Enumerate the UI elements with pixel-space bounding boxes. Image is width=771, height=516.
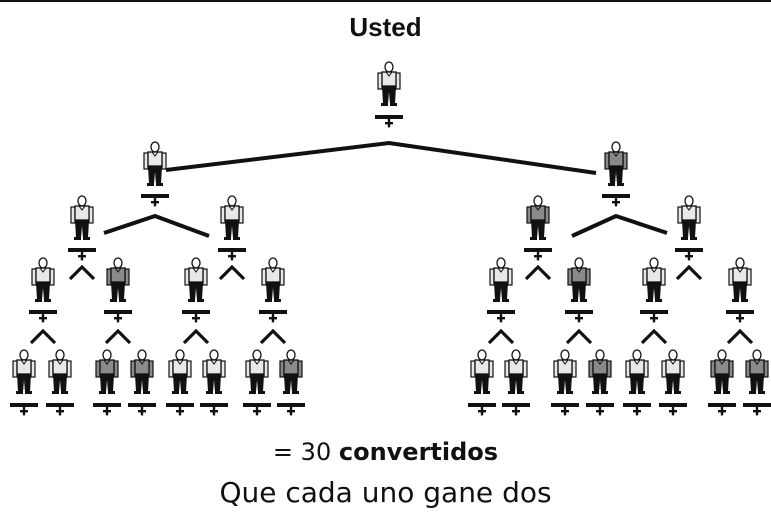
person-icon-level-5	[504, 349, 528, 394]
person-icon-level-5	[625, 349, 649, 394]
plus-bar-level-2	[141, 194, 169, 207]
result-line: = 30 convertidos	[0, 438, 771, 466]
person-icon-level-3	[526, 195, 550, 240]
person-icon-level-5	[130, 349, 154, 394]
page-title: Usted	[349, 12, 422, 42]
plus-bar-level-4	[487, 310, 515, 323]
person-icon-level-5	[279, 349, 303, 394]
plus-bar-level-4	[640, 310, 668, 323]
plus-bar-level-3	[675, 248, 703, 261]
person-icon-level-5	[661, 349, 685, 394]
person-icon-level-5	[553, 349, 577, 394]
person-icon-level-1	[377, 61, 401, 106]
plus-bar-level-5	[551, 403, 579, 416]
plus-bar-level-3	[218, 248, 246, 261]
person-icon-level-2	[604, 141, 628, 186]
plus-bar-level-5	[277, 403, 305, 416]
connector-level-1	[165, 140, 597, 175]
result-label: convertidos	[338, 438, 499, 466]
person-icon-level-4	[261, 257, 285, 302]
plus-bar-level-5	[46, 403, 74, 416]
connector-level-2	[571, 213, 668, 238]
plus-bar-level-4	[259, 310, 287, 323]
equals-sign: =	[272, 438, 294, 466]
caret-level-4	[29, 328, 57, 345]
person-icon-level-4	[106, 257, 130, 302]
person-icon-level-5	[245, 349, 269, 394]
plus-bar-level-1	[375, 115, 403, 128]
plus-bar-level-5	[93, 403, 121, 416]
person-icon-level-5	[588, 349, 612, 394]
plus-bar-level-5	[243, 403, 271, 416]
person-icon-level-5	[168, 349, 192, 394]
plus-bar-level-3	[68, 248, 96, 261]
caret-level-4	[726, 328, 754, 345]
plus-bar-level-5	[200, 403, 228, 416]
plus-bar-level-4	[182, 310, 210, 323]
plus-bar-level-5	[166, 403, 194, 416]
caret-level-4	[259, 328, 287, 345]
plus-bar-level-2	[602, 194, 630, 207]
person-icon-level-5	[710, 349, 734, 394]
plus-bar-level-3	[524, 248, 552, 261]
caret-level-4	[640, 328, 668, 345]
caret-level-4	[182, 328, 210, 345]
person-icon-level-3	[70, 195, 94, 240]
plus-bar-level-4	[726, 310, 754, 323]
person-icon-level-4	[567, 257, 591, 302]
top-rule	[0, 0, 771, 2]
plus-bar-level-5	[502, 403, 530, 416]
person-icon-level-4	[642, 257, 666, 302]
plus-bar-level-5	[586, 403, 614, 416]
person-icon-level-5	[745, 349, 769, 394]
person-icon-level-2	[143, 141, 167, 186]
caret-level-3	[675, 264, 703, 281]
caret-level-4	[565, 328, 593, 345]
person-icon-level-5	[202, 349, 226, 394]
caret-level-4	[104, 328, 132, 345]
result-count: 30	[300, 438, 332, 466]
plus-bar-level-5	[128, 403, 156, 416]
caret-level-3	[524, 264, 552, 281]
person-icon-level-4	[31, 257, 55, 302]
person-icon-level-5	[48, 349, 72, 394]
plus-bar-level-5	[659, 403, 687, 416]
conversion-tree	[10, 61, 771, 416]
plus-bar-level-5	[708, 403, 736, 416]
person-icon-level-4	[489, 257, 513, 302]
person-icon-level-4	[184, 257, 208, 302]
plus-bar-level-5	[10, 403, 38, 416]
plus-bar-level-4	[104, 310, 132, 323]
caption: Que cada uno gane dos	[219, 476, 552, 509]
person-icon-level-4	[728, 257, 752, 302]
caret-level-3	[218, 264, 246, 281]
plus-bar-level-5	[623, 403, 651, 416]
plus-bar-level-4	[29, 310, 57, 323]
person-icon-level-3	[220, 195, 244, 240]
person-icon-level-3	[677, 195, 701, 240]
plus-bar-level-4	[565, 310, 593, 323]
connector-level-2	[103, 213, 210, 238]
caret-level-3	[68, 264, 96, 281]
person-icon-level-5	[470, 349, 494, 394]
plus-bar-level-5	[468, 403, 496, 416]
person-icon-level-5	[95, 349, 119, 394]
caret-level-4	[487, 328, 515, 345]
person-icon-level-5	[12, 349, 36, 394]
plus-bar-level-5	[743, 403, 771, 416]
